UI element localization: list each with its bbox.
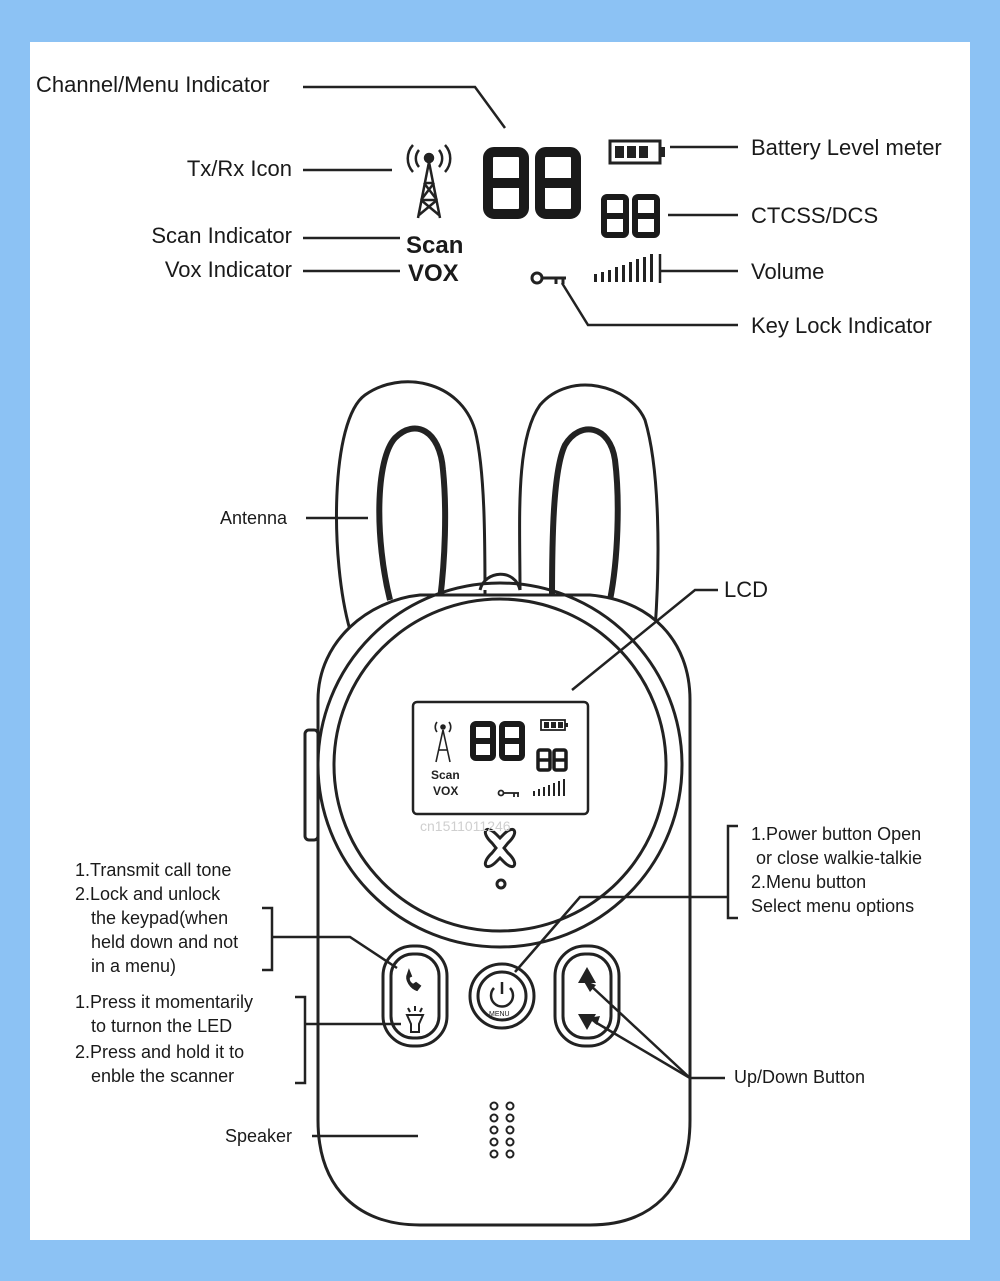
screen — [411, 700, 590, 816]
note-line: 1.Press it momentarily — [75, 992, 254, 1012]
note-line: Select menu options — [751, 896, 915, 916]
watermark: cn1511011246 — [420, 818, 511, 834]
battery-level-meter-label: Battery Level meter — [751, 135, 942, 160]
key-icon — [530, 271, 566, 285]
screen-vox-text: VOX — [433, 784, 459, 798]
vox-text: VOX — [408, 260, 459, 287]
tower-icon — [406, 144, 452, 219]
channel-menu-indicator-label: Channel/Menu Indicator — [36, 72, 270, 97]
left-top-notes: 1.Transmit call tone 2.Lock and unlock t… — [75, 858, 238, 978]
volume-bars-icon — [594, 254, 653, 282]
note-line: the keypad(when — [91, 908, 229, 928]
left-bottom-notes: 1.Press it momentarily to turnon the LED… — [75, 990, 253, 1088]
left-button-group — [381, 944, 449, 1048]
channel-digits — [483, 147, 581, 219]
vox-indicator-label: Vox Indicator — [164, 257, 292, 282]
device-leader-lines — [262, 516, 738, 1138]
code-digits — [601, 194, 660, 238]
note-line: 2.Menu button — [751, 872, 867, 892]
screen-code-digits — [536, 748, 568, 772]
key-lock-indicator-label: Key Lock Indicator — [751, 313, 932, 338]
speaker-label: Speaker — [225, 1126, 293, 1146]
antenna-label: Antenna — [220, 508, 288, 528]
note-line: 1.Transmit call tone — [75, 860, 232, 880]
note-line: held down and not — [91, 932, 239, 952]
up-arrow-icon — [578, 967, 596, 983]
power-button-shape — [468, 962, 536, 1030]
screen-scan-text: Scan — [431, 768, 460, 782]
screen-key-icon — [497, 789, 519, 797]
screen-volume-icon — [533, 779, 565, 796]
power-icon — [489, 982, 515, 1008]
ctcss-dcs-label: CTCSS/DCS — [751, 203, 879, 228]
note-line: 1.Power button Open — [751, 824, 922, 844]
tx-rx-icon-label: Tx/Rx Icon — [186, 156, 292, 181]
screen-tower-icon — [434, 721, 452, 763]
screen-battery-icon — [540, 719, 568, 731]
screen-channel-digits — [470, 721, 525, 761]
menu-text: MENU — [489, 1011, 510, 1018]
scan-indicator-label: Scan Indicator — [151, 223, 292, 248]
note-line: enble the scanner — [91, 1066, 235, 1086]
up-down-button-label: Up/Down Button — [734, 1067, 866, 1087]
note-line: or close walkie-talkie — [756, 848, 923, 868]
lcd-bezel — [316, 581, 684, 949]
battery-icon — [608, 139, 665, 165]
legend-leader-lines — [303, 85, 738, 327]
walkie-talkie-outline — [303, 380, 692, 1227]
note-line: to turnon the LED — [91, 1016, 233, 1036]
volume-label: Volume — [751, 259, 825, 284]
phone-icon — [406, 968, 422, 992]
power-button-notes: 1.Power button Open or close walkie-talk… — [751, 822, 922, 918]
speaker-grille-icon — [489, 1101, 515, 1159]
note-line: 2.Lock and unlock — [75, 884, 221, 904]
note-line: 2.Press and hold it to — [75, 1042, 245, 1062]
logo-icon — [483, 828, 517, 890]
scan-text: Scan — [406, 232, 464, 259]
arrow-heads — [583, 980, 600, 1025]
flashlight-icon — [405, 1006, 425, 1033]
note-line: in a menu) — [91, 956, 177, 976]
lcd-label: LCD — [724, 577, 769, 602]
